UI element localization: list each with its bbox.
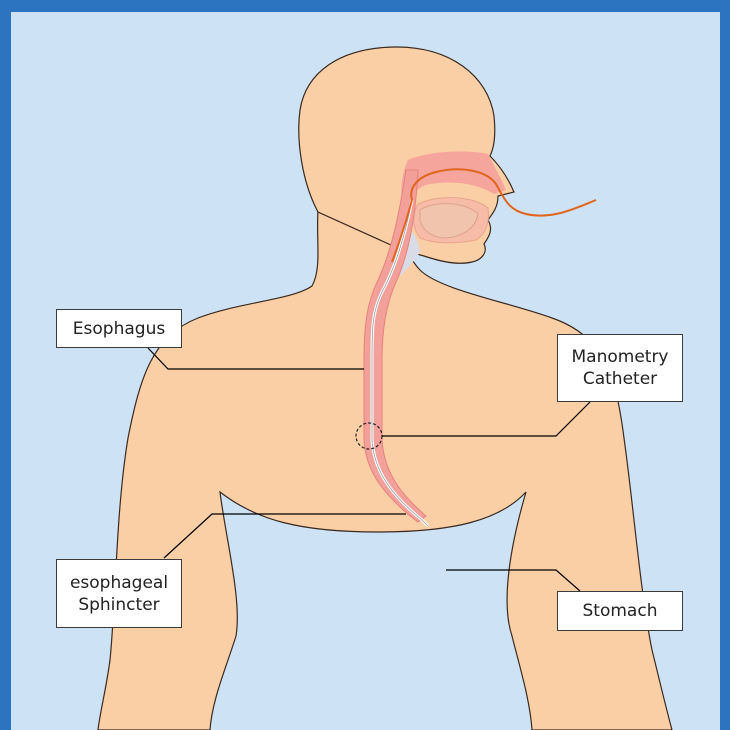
label-stomach: Stomach xyxy=(557,591,683,631)
label-esophageal-sphincter: esophageal Sphincter xyxy=(56,559,182,628)
label-esophagus: Esophagus xyxy=(56,309,182,348)
label-manometry-catheter: Manometry Catheter xyxy=(557,334,683,402)
